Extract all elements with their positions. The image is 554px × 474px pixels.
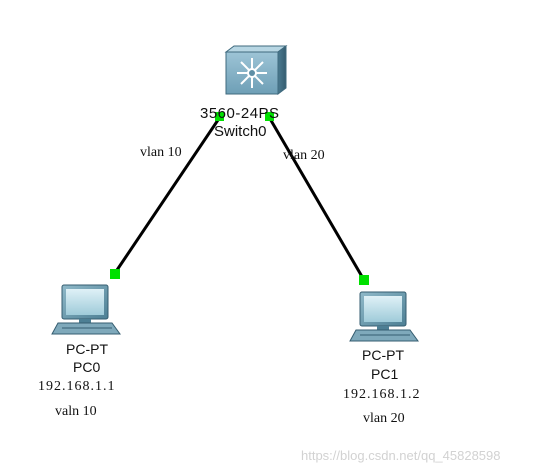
pc1-name-label: PC1 bbox=[371, 366, 399, 382]
link-label-vlan10: vlan 10 bbox=[140, 145, 182, 160]
port-indicator-switch-left bbox=[215, 112, 224, 121]
pc1-desktop-icon[interactable] bbox=[349, 291, 419, 342]
pc1-ip-label: 192.168.1.2 bbox=[343, 387, 421, 402]
pc0-ip-label: 192.168.1.1 bbox=[38, 379, 116, 394]
switch-model-label: 3560-24PS bbox=[200, 105, 280, 122]
pc0-vlan-note: valn 10 bbox=[55, 404, 97, 419]
port-indicator-pc1 bbox=[359, 275, 369, 285]
link-switch-pc0[interactable] bbox=[113, 116, 222, 274]
port-indicator-switch-right bbox=[265, 112, 274, 121]
port-indicator-pc0 bbox=[110, 269, 120, 279]
link-label-vlan20: vlan 20 bbox=[283, 148, 325, 163]
switch-name-label: Switch0 bbox=[214, 123, 267, 140]
pc0-type-label: PC-PT bbox=[66, 341, 108, 357]
pc0-desktop-icon[interactable] bbox=[51, 284, 121, 335]
link-switch-pc1[interactable] bbox=[267, 116, 366, 281]
pc1-vlan-note: vlan 20 bbox=[363, 411, 405, 426]
pc1-type-label: PC-PT bbox=[362, 347, 404, 363]
layer3-switch-icon[interactable] bbox=[224, 45, 288, 95]
watermark-url: https://blog.csdn.net/qq_45828598 bbox=[301, 448, 501, 463]
pc0-name-label: PC0 bbox=[73, 359, 101, 375]
